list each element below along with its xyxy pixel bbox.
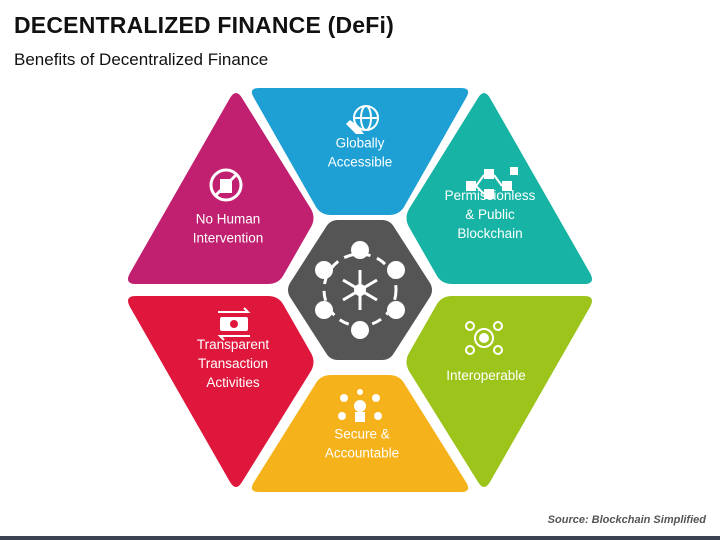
money-exchange-icon xyxy=(217,307,251,341)
segment-label-line: Activities xyxy=(206,375,260,390)
segment-label-line: Globally xyxy=(336,136,385,151)
segment-shape xyxy=(406,296,592,487)
segment-label-line: Intervention xyxy=(193,231,264,246)
segment-label-line: Transparent xyxy=(197,337,270,352)
segment-label: Interoperable xyxy=(446,368,526,383)
no-hand-icon xyxy=(209,168,243,202)
segment-label-line: Permissionless xyxy=(445,188,536,203)
segment-shape xyxy=(128,296,314,487)
segment-secure-accountable: Secure & Accountable xyxy=(251,375,469,492)
segment-shape xyxy=(251,88,469,215)
segment-label-line: Blockchain xyxy=(457,226,522,241)
blockchain-cubes-icon xyxy=(466,167,518,199)
center-hexagon xyxy=(288,220,432,360)
gears-icon xyxy=(465,321,503,355)
segment-label-line: Transaction xyxy=(198,356,268,371)
bottom-bar xyxy=(0,536,720,540)
segment-label-line: Accountable xyxy=(325,446,399,461)
security-network-icon xyxy=(338,389,382,422)
page-subtitle: Benefits of Decentralized Finance xyxy=(14,50,269,69)
segment-label-line: Interoperable xyxy=(446,368,526,383)
page-title: DECENTRALIZED FINANCE (DeFi) xyxy=(14,12,394,38)
segment-label-line: Secure & xyxy=(334,427,390,442)
segment-label: Secure & Accountable xyxy=(325,427,399,461)
segment-interoperable: Interoperable xyxy=(406,296,592,487)
segment-label-line: & Public xyxy=(465,207,515,222)
segment-label-line: Accessible xyxy=(328,155,393,170)
segment-shape xyxy=(406,93,592,284)
decentralized-network-icon xyxy=(315,241,405,339)
segment-shape xyxy=(251,375,469,492)
segment-label-line: No Human xyxy=(196,212,261,227)
hand-globe-icon xyxy=(346,105,379,134)
source-credit: Source: Blockchain Simplified xyxy=(547,514,706,526)
